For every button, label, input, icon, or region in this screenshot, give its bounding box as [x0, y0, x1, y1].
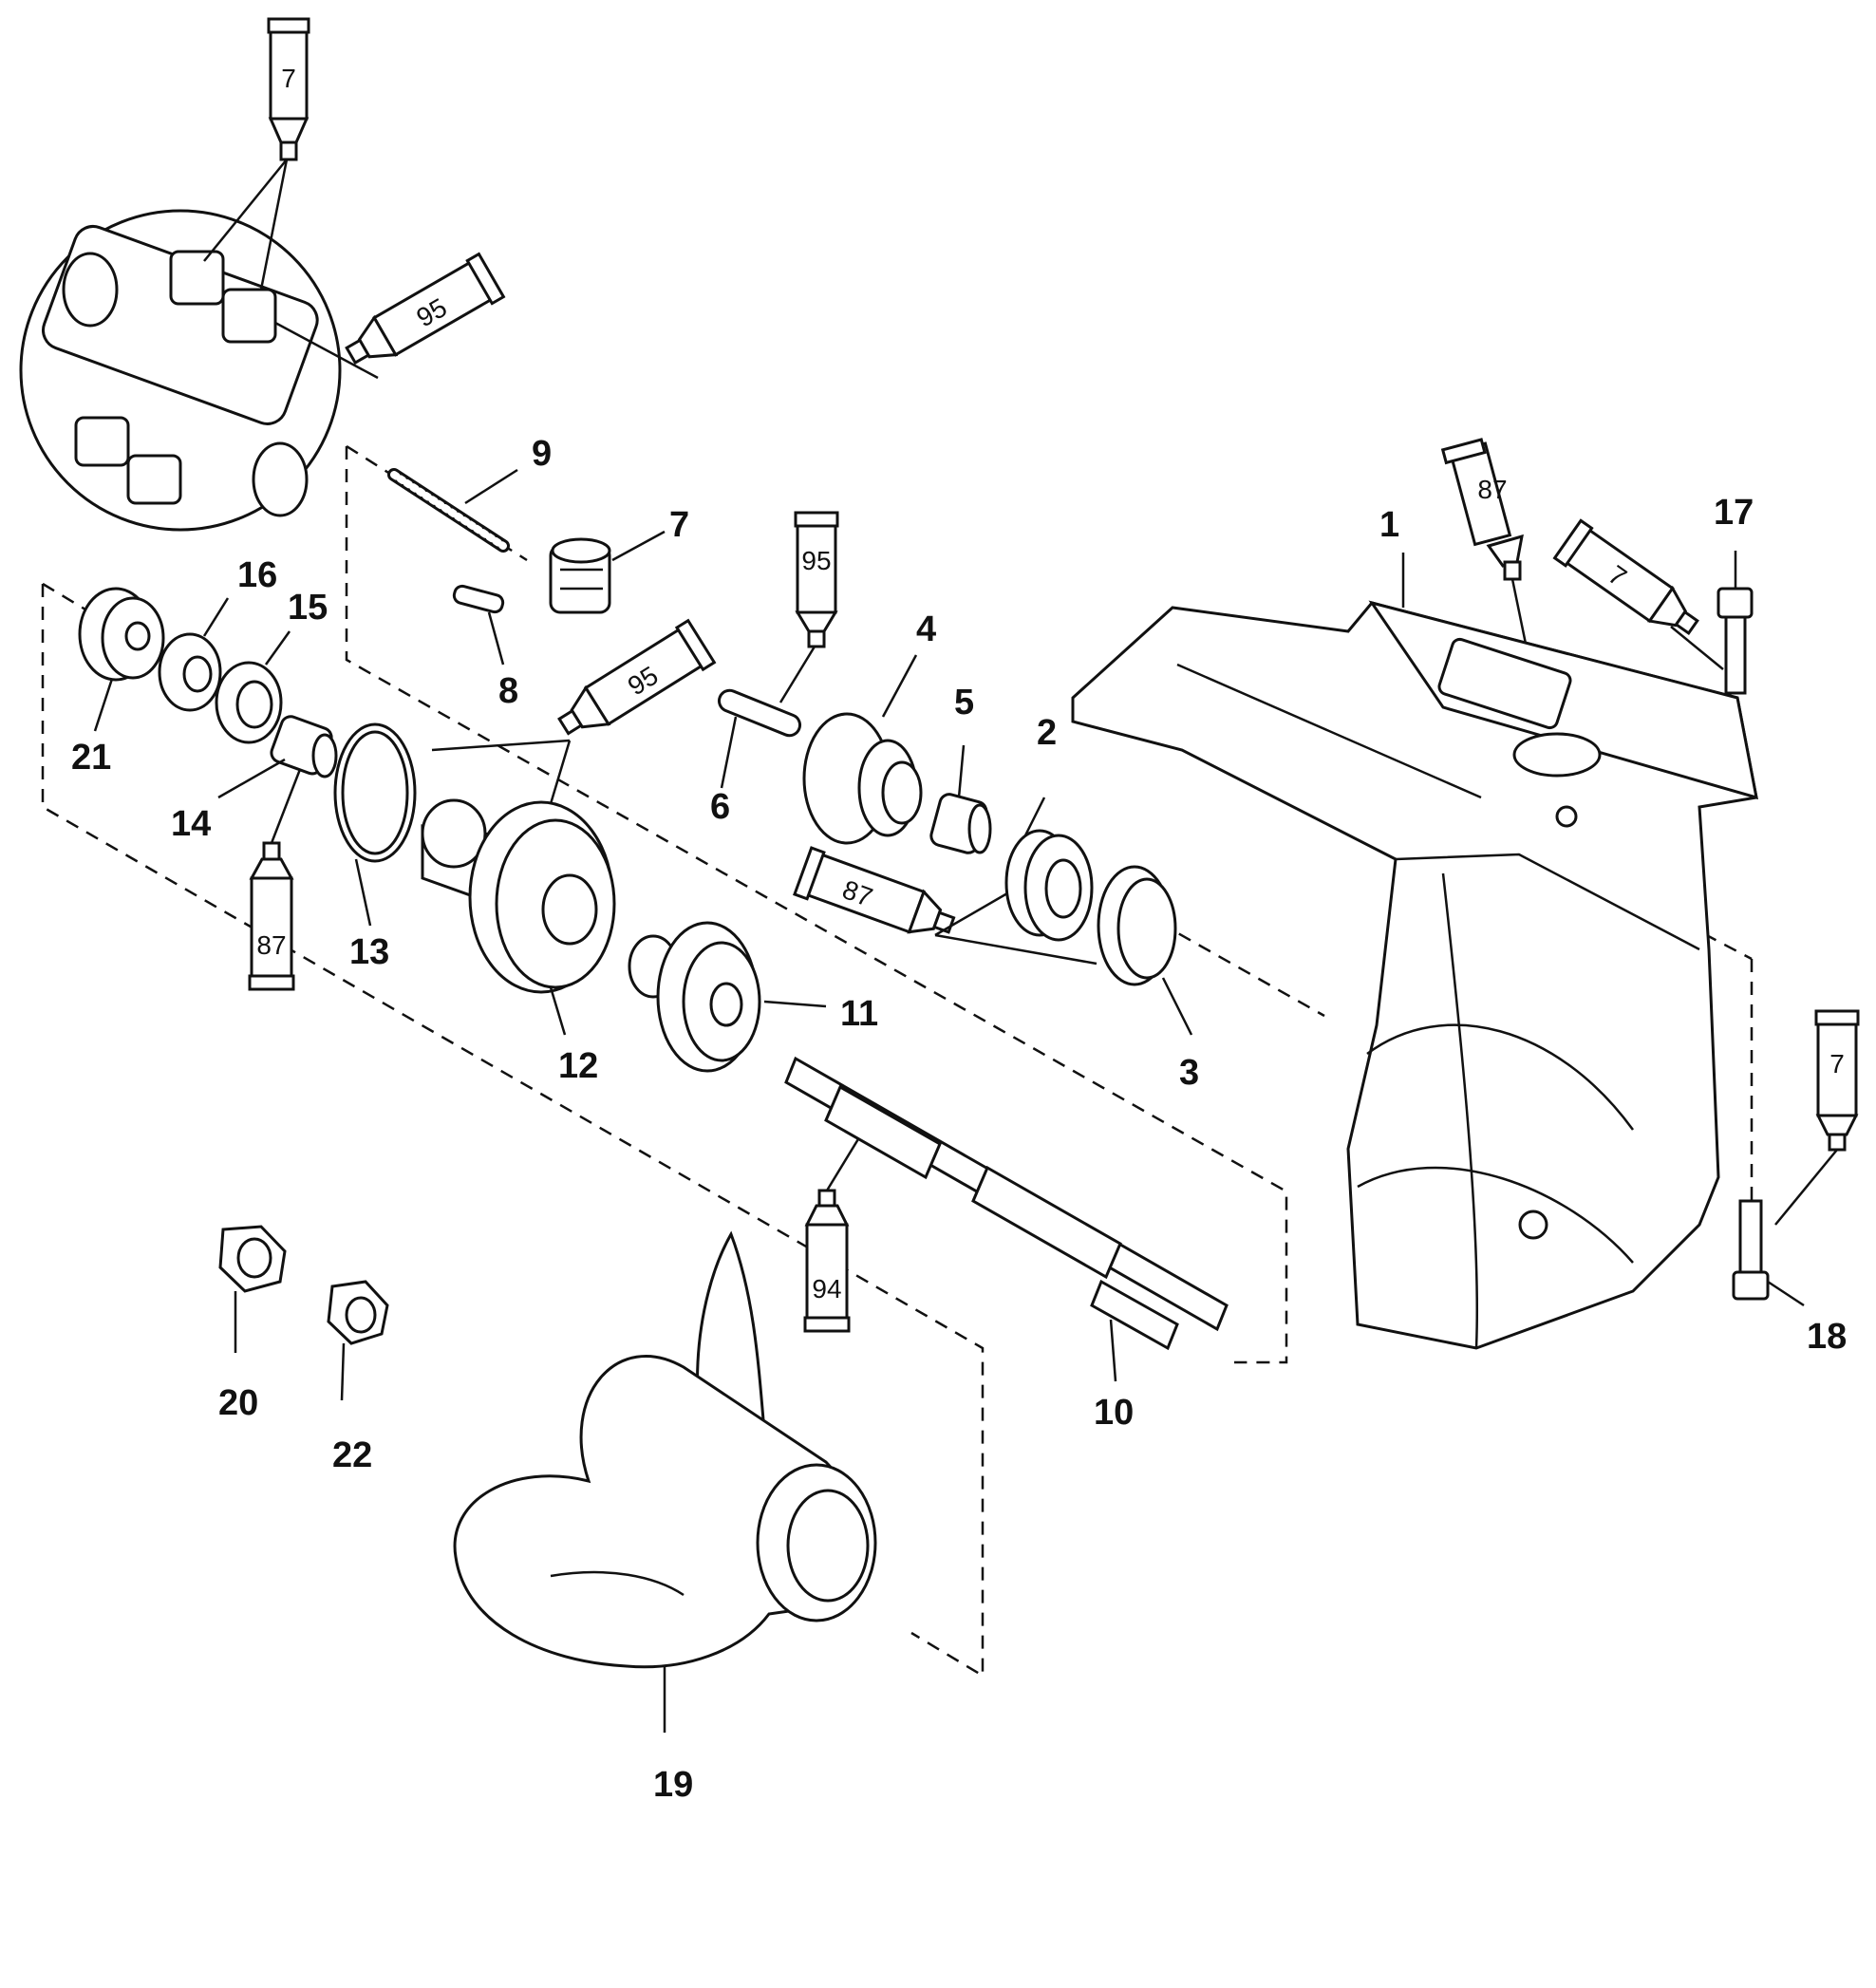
tube-7-top: 7 [267, 17, 310, 161]
tube-87-bearing: 87 [793, 846, 956, 934]
tube-95-pin: 95 [794, 511, 839, 648]
callout-21: 21 [71, 738, 111, 778]
leader-5 [957, 744, 966, 798]
screw-18 [1732, 1199, 1770, 1301]
leader-6 [720, 716, 738, 789]
callout-22: 22 [332, 1435, 372, 1475]
bearing-15 [215, 661, 283, 744]
clutch-7 [549, 537, 611, 614]
cap-21 [78, 587, 165, 682]
leader-2 [1023, 797, 1046, 836]
screw-17 [1717, 587, 1754, 695]
tube-7-housing: 7 [1552, 518, 1699, 636]
retainer-4 [802, 712, 923, 845]
callout-11: 11 [840, 994, 878, 1034]
callout-10: 10 [1094, 1393, 1134, 1433]
callout-17: 17 [1714, 493, 1754, 533]
leader-4 [881, 654, 918, 718]
pin-6 [717, 688, 802, 738]
callout-7: 7 [669, 505, 689, 545]
leader-14 [217, 758, 286, 799]
leader-15 [264, 630, 291, 666]
callout-9: 9 [532, 434, 552, 474]
tube-label: 7 [281, 64, 296, 93]
bearing-2 [1004, 829, 1094, 942]
callout-8: 8 [498, 671, 518, 711]
callout-6: 6 [710, 787, 730, 827]
detail-inset-circle [19, 209, 342, 532]
callout-3: 3 [1179, 1053, 1199, 1093]
tube-95-upper: 95 [345, 252, 506, 366]
nut-22 [327, 1280, 389, 1345]
callout-16: 16 [237, 555, 277, 595]
tube-87-housing: 87 [1440, 438, 1524, 581]
pin-8 [452, 584, 505, 614]
tube-7-right: 7 [1814, 1009, 1860, 1152]
leader-13 [354, 858, 372, 927]
callout-14: 14 [171, 804, 211, 844]
tube-95-middle: 95 [557, 618, 717, 736]
o-ring-13 [333, 722, 417, 863]
nut-20 [218, 1225, 287, 1293]
callout-5: 5 [954, 683, 974, 722]
tube-label: 95 [801, 546, 831, 575]
leader-7 [611, 530, 666, 562]
leader-18 [1767, 1280, 1805, 1307]
leader-16 [202, 597, 230, 637]
assembly-outline-upper [345, 446, 1288, 1364]
bearing-carrier-12 [421, 798, 616, 994]
bushing-14 [270, 715, 338, 778]
leader-22 [340, 1342, 346, 1401]
assembly-outline-lower-top [42, 582, 91, 614]
propeller-19 [453, 1230, 877, 1669]
tube-label: 94 [812, 1274, 841, 1303]
leader-3 [1161, 977, 1193, 1036]
leader-21 [93, 678, 114, 732]
leader-8 [487, 611, 505, 666]
tube-87-left: 87 [248, 841, 295, 991]
tube-label: 87 [1477, 475, 1507, 504]
bearing-5 [929, 793, 992, 854]
assembly-outline-lower [41, 584, 985, 1679]
callout-13: 13 [349, 932, 389, 972]
propeller-shaft-10 [784, 1056, 1229, 1351]
callout-4: 4 [916, 610, 936, 649]
callout-20: 20 [218, 1383, 258, 1423]
leader-12 [549, 986, 567, 1036]
assembly-outline-upper-top [346, 444, 528, 562]
gear-housing [1071, 600, 1758, 1350]
callout-1: 1 [1379, 505, 1399, 545]
spring-9 [387, 468, 510, 553]
leader-10 [1109, 1319, 1117, 1382]
race-3 [1097, 865, 1177, 986]
callout-18: 18 [1807, 1317, 1847, 1357]
callout-2: 2 [1037, 713, 1057, 753]
gear-11 [628, 921, 761, 1073]
callout-12: 12 [558, 1046, 598, 1086]
leader-9 [464, 468, 518, 505]
washer-16 [158, 632, 222, 712]
leader-11 [763, 1000, 827, 1008]
callout-15: 15 [288, 588, 328, 628]
tube-label: 87 [256, 930, 286, 960]
tube-label: 7 [1829, 1049, 1845, 1078]
callout-19: 19 [653, 1765, 693, 1805]
tube-94-shaft: 94 [803, 1189, 851, 1333]
